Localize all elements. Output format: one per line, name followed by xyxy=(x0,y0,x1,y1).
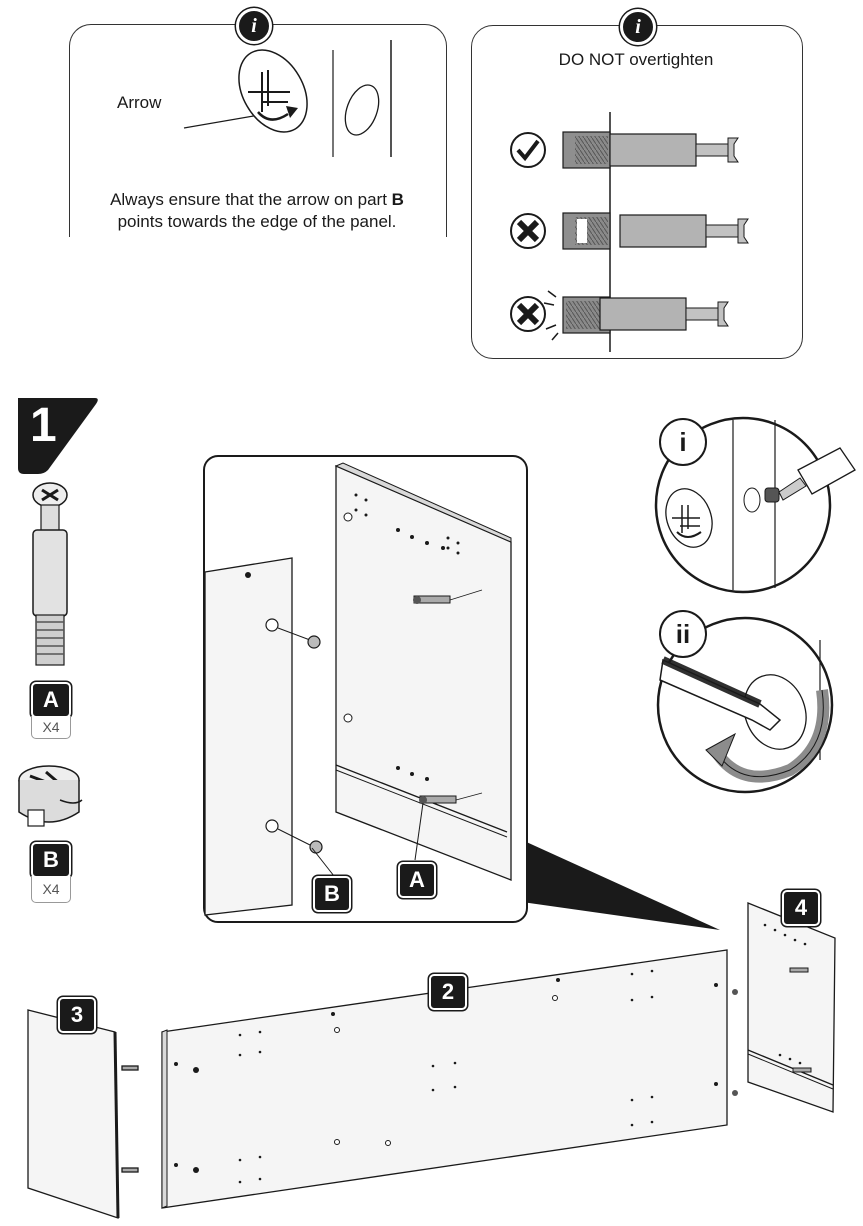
caption-text-2: points towards the edge of the panel. xyxy=(117,212,397,231)
arrow-instruction-caption: Always ensure that the arrow on part B p… xyxy=(72,189,442,233)
overtighten-warning-title: DO NOT overtighten xyxy=(558,50,714,69)
part-b-label: B xyxy=(31,842,71,878)
info-icon: i xyxy=(620,9,656,45)
arrow-label: Arrow xyxy=(117,93,162,112)
substep-i-badge: i xyxy=(659,418,707,466)
part-a-label: A xyxy=(31,682,71,718)
panel-4-label: 4 xyxy=(782,890,820,926)
panel-2-label: 2 xyxy=(429,974,467,1010)
step-number: 1 xyxy=(30,399,57,452)
panel-3-label: 3 xyxy=(58,997,96,1033)
part-a-quantity: X4 xyxy=(31,716,71,739)
part-b-reference: B xyxy=(391,190,404,209)
info-icon: i xyxy=(236,8,272,44)
detail-label-a: A xyxy=(398,862,436,898)
detail-label-b: B xyxy=(313,876,351,912)
substep-ii-badge: ii xyxy=(659,610,707,658)
info-box-overtighten xyxy=(471,25,803,359)
caption-text-1: Always ensure that the arrow on part xyxy=(110,190,392,209)
part-b-quantity: X4 xyxy=(31,876,71,903)
